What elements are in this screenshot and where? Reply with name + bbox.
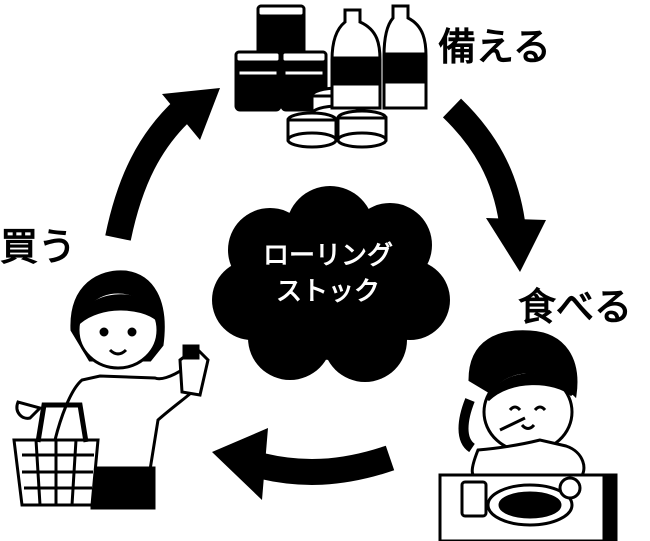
- center-title-line2: ストック: [275, 277, 380, 307]
- label-buy: 買う: [0, 225, 77, 269]
- arrow-stock-to-eat: [442, 98, 546, 272]
- center-title: ローリング ストック: [248, 238, 408, 310]
- arrow-eat-to-buy: [212, 428, 395, 500]
- cloud-shape: [212, 186, 450, 382]
- shopping-woman-icon: [12, 270, 210, 510]
- center-title-line1: ローリング: [262, 241, 393, 271]
- arrow-buy-to-stock: [105, 88, 220, 241]
- water-bottle-icon: [330, 4, 428, 110]
- label-stock: 備える: [438, 25, 551, 69]
- eating-girl-icon: [438, 330, 618, 541]
- label-eat: 食べる: [518, 285, 633, 329]
